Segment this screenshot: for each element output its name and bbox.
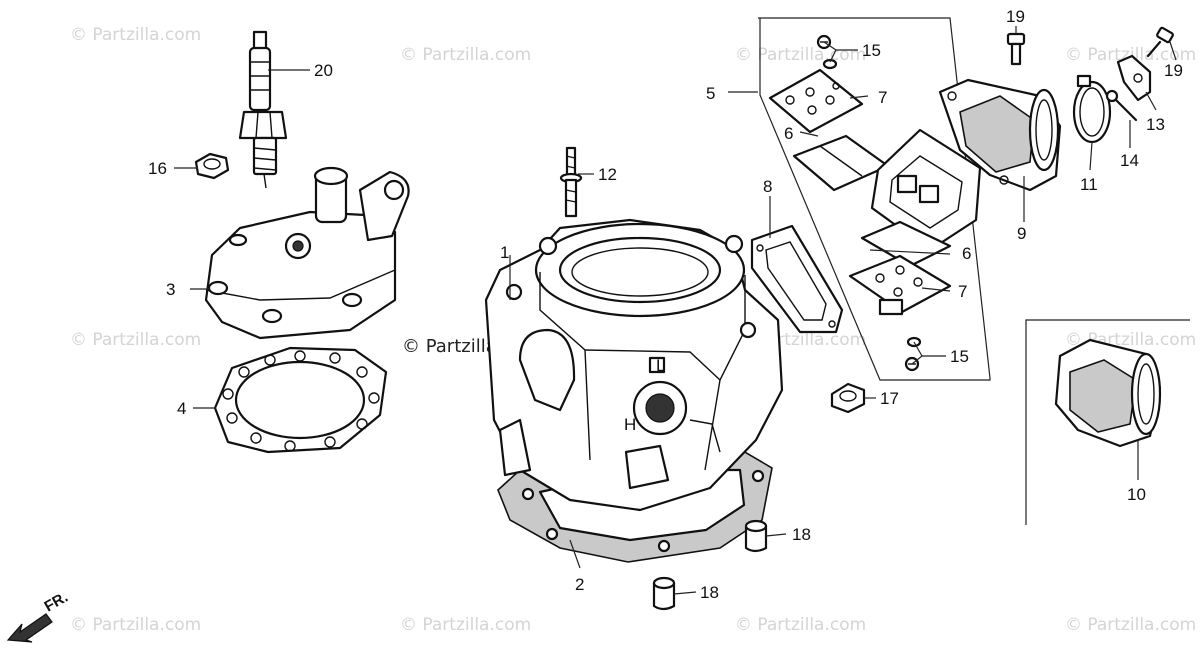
reed-valve-body <box>870 128 982 252</box>
callout-13: 13 <box>1146 115 1165 134</box>
clamp-screw <box>1105 89 1138 122</box>
callout-6-upper: 6 <box>784 124 793 143</box>
hose-clamp <box>1072 74 1112 144</box>
inset-box <box>1025 319 1190 525</box>
callout-2: 2 <box>575 575 584 594</box>
callout-18-upper: 18 <box>792 525 811 544</box>
clamp-bracket <box>1116 54 1152 102</box>
callout-18-lower: 18 <box>700 583 719 602</box>
reed-valve-gasket <box>750 224 844 334</box>
svg-text:H: H <box>624 415 636 434</box>
screw-lower <box>904 336 922 372</box>
bolt-left <box>1006 32 1026 66</box>
front-label: FR. <box>42 589 71 616</box>
watermark: © Partzilla.com <box>735 45 866 65</box>
front-direction-arrow: FR. <box>6 589 71 643</box>
cylinder: L H <box>484 218 784 512</box>
watermark: © Partzilla.com <box>400 45 531 65</box>
watermark: © Partzilla.com <box>70 330 201 350</box>
callout-7-lower: 7 <box>958 282 967 301</box>
svg-text:L: L <box>656 356 665 375</box>
callout-1: 1 <box>500 243 509 262</box>
callout-8: 8 <box>763 177 772 196</box>
callout-15-lower: 15 <box>950 347 969 366</box>
watermark: © Partzilla.com <box>400 615 531 635</box>
callout-12: 12 <box>598 165 617 184</box>
reed-valve-group-bracket <box>758 17 991 381</box>
intake-manifold <box>938 78 1062 192</box>
watermark: © Partzilla.com <box>735 615 866 635</box>
callout-15-upper: 15 <box>862 41 881 60</box>
spark-plug <box>238 30 288 189</box>
callout-20: 20 <box>314 61 333 80</box>
reed-stopper-lower <box>848 254 952 316</box>
callout-19-right: 19 <box>1164 61 1183 80</box>
head-gasket <box>213 346 388 454</box>
callout-19-left: 19 <box>1006 7 1025 26</box>
callout-5: 5 <box>706 84 715 103</box>
bolt-right <box>1146 26 1174 58</box>
callout-17: 17 <box>880 389 899 408</box>
watermark: © Partzilla.com <box>70 615 201 635</box>
callout-labels: 1 2 3 4 5 6 6 7 7 8 9 10 11 12 13 14 15 … <box>148 7 1183 602</box>
callout-10: 10 <box>1127 485 1146 504</box>
callout-7-upper: 7 <box>878 88 887 107</box>
reed-petal-upper <box>792 134 890 192</box>
callout-4: 4 <box>177 399 186 418</box>
callout-9: 9 <box>1017 224 1026 243</box>
callout-14: 14 <box>1120 151 1139 170</box>
reed-stopper-upper <box>768 68 864 134</box>
callout-11: 11 <box>1080 175 1098 194</box>
watermark: © Partzilla.com <box>1065 45 1196 65</box>
intake-manifold-alt <box>1054 338 1162 448</box>
callout-3: 3 <box>166 280 175 299</box>
callout-16: 16 <box>148 159 167 178</box>
dowel-pin <box>652 576 676 611</box>
watermark: © Partzilla.com <box>1065 615 1196 635</box>
leader-lines <box>174 26 1177 595</box>
watermark: © Partzilla.com <box>70 25 201 45</box>
flange-nut <box>194 152 230 180</box>
dowel-pin <box>744 519 768 553</box>
stud-bolt <box>559 146 583 218</box>
reed-petal-lower <box>860 220 952 268</box>
cylinder-head <box>204 166 410 340</box>
flange-nut <box>830 382 866 414</box>
callout-6-lower: 6 <box>962 244 971 263</box>
